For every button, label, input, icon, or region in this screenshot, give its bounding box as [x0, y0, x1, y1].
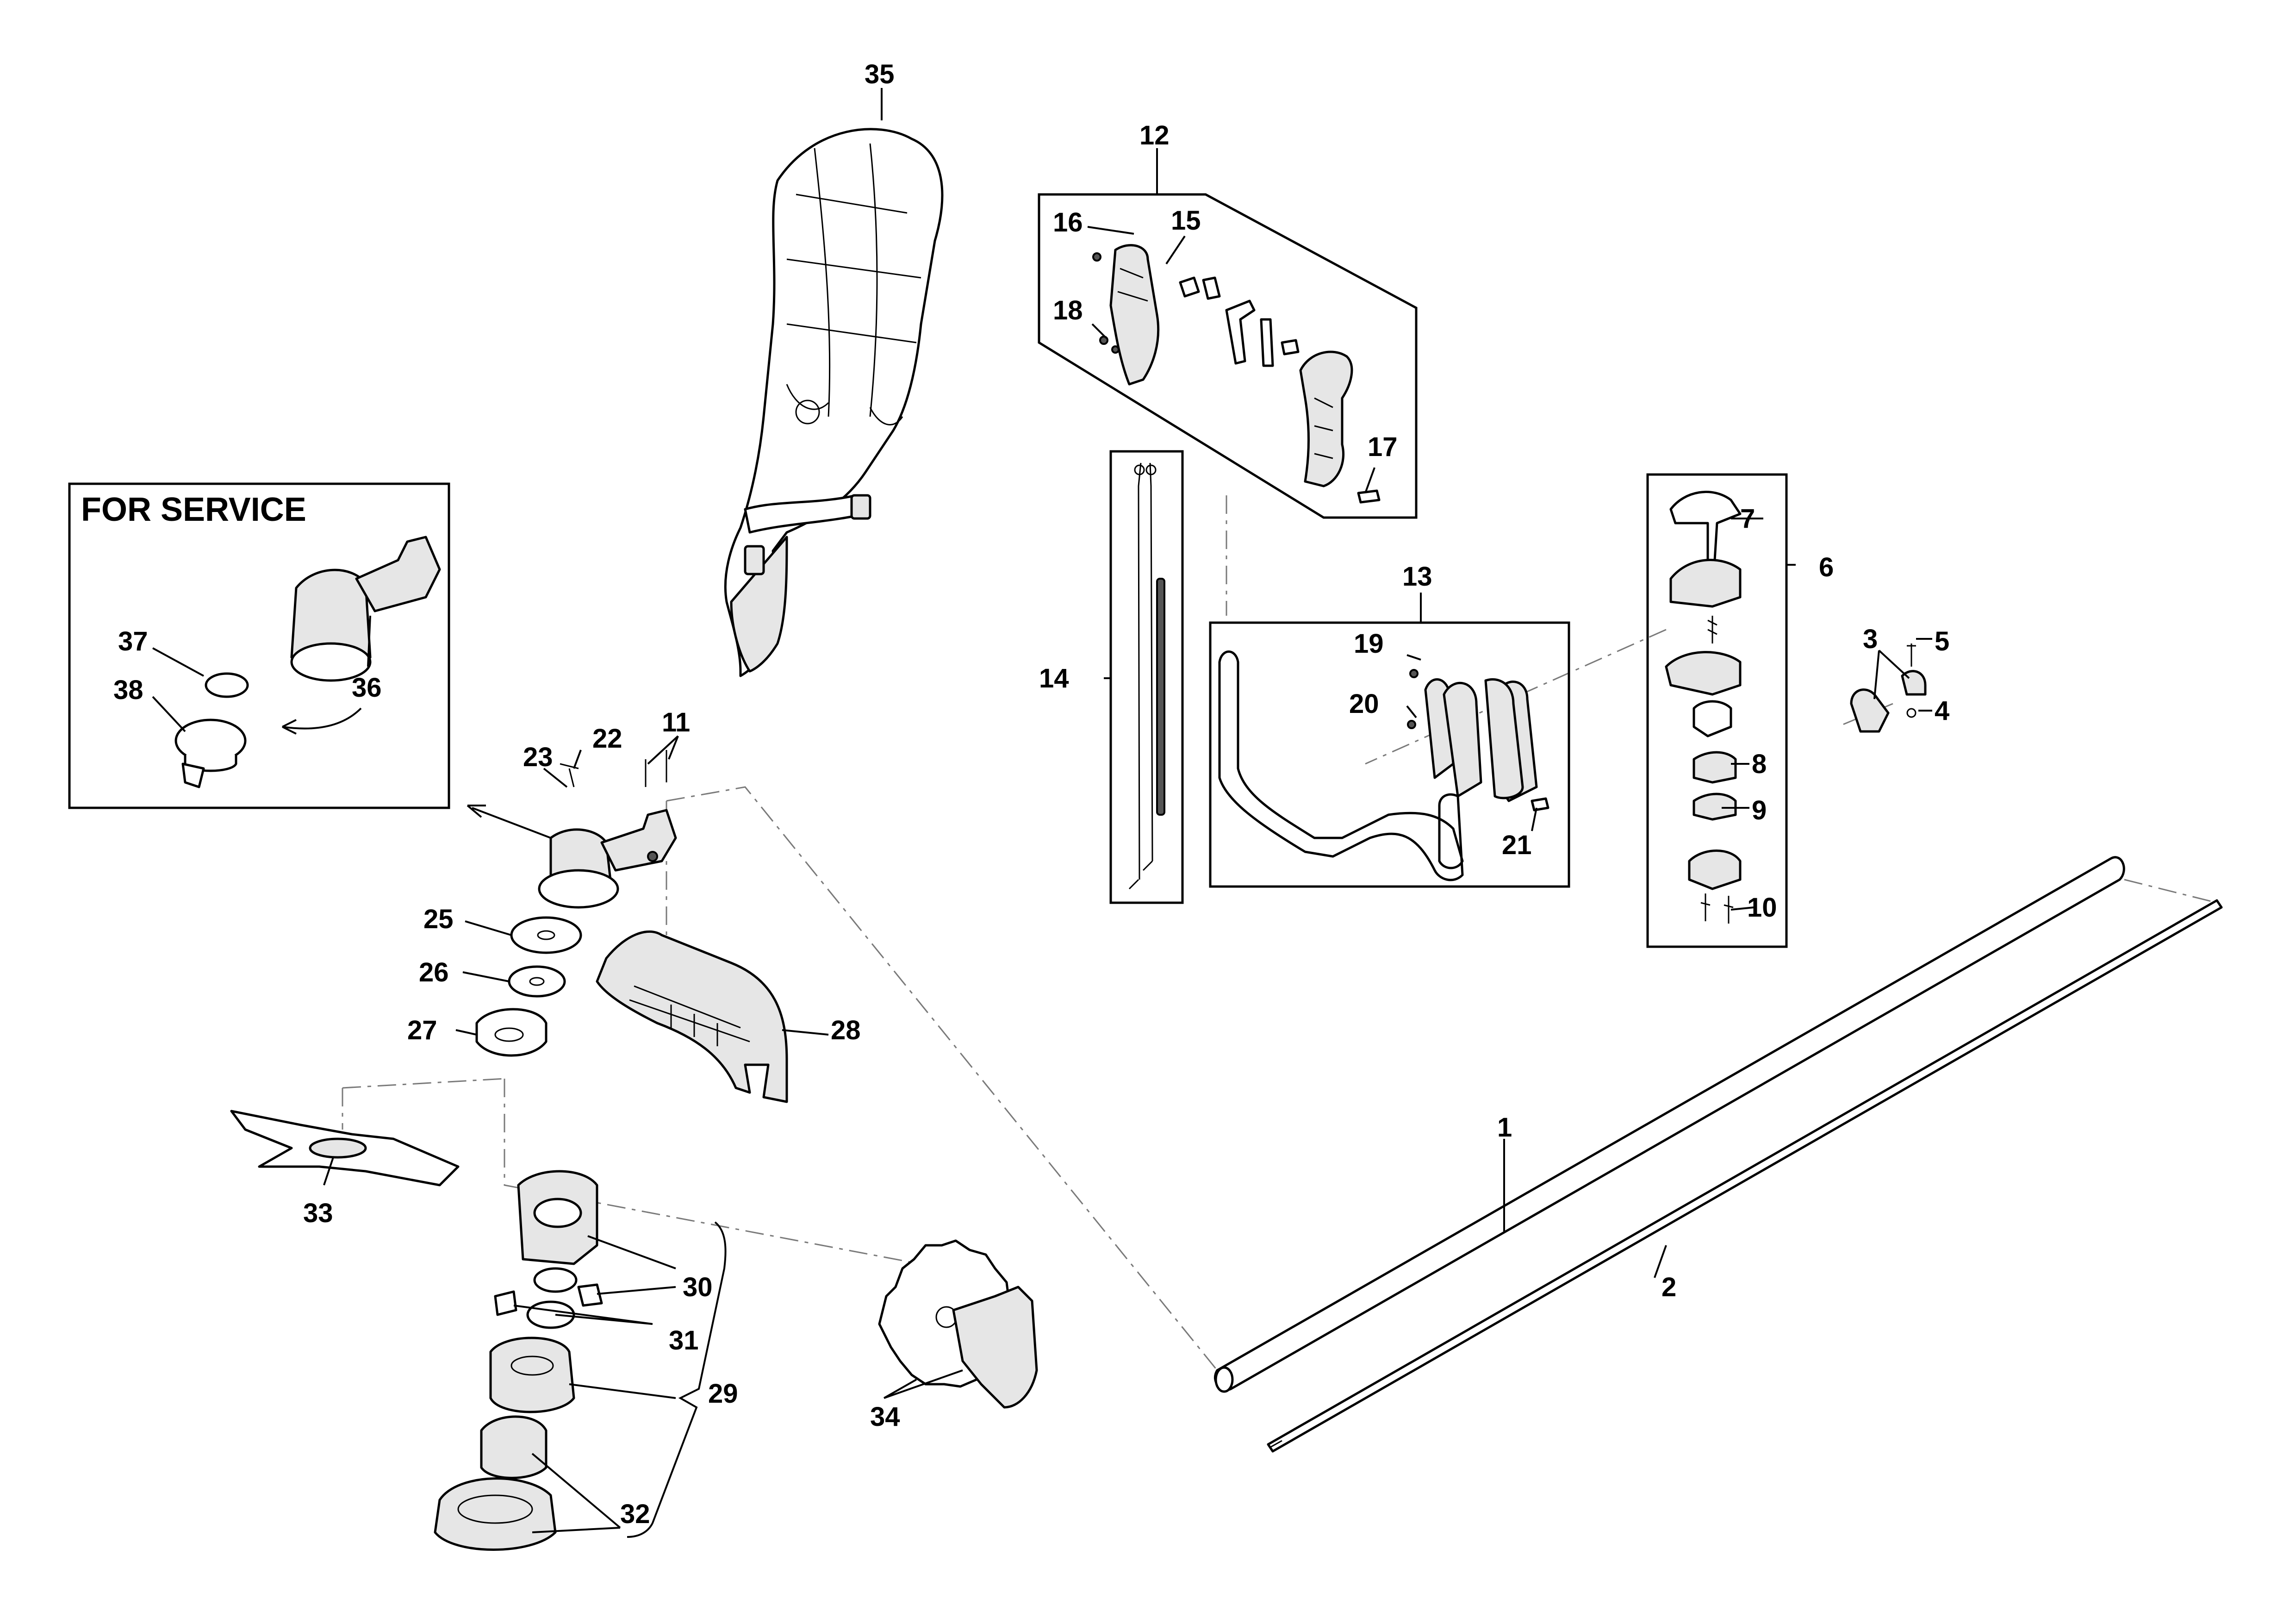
- callout-14: 14: [1039, 663, 1069, 693]
- callout-23: 23: [523, 742, 553, 772]
- callout-29: 29: [708, 1379, 738, 1409]
- callout-26: 26: [419, 957, 449, 987]
- saw-blade: [878, 1239, 1038, 1409]
- callout-12: 12: [1139, 120, 1170, 150]
- service-arrowhead: [467, 805, 486, 818]
- callout-13: 13: [1402, 562, 1432, 592]
- callout-15: 15: [1171, 206, 1201, 236]
- callout-17: 17: [1368, 432, 1398, 462]
- callout-36: 36: [352, 673, 382, 703]
- callout-1: 1: [1497, 1112, 1512, 1143]
- callout-37: 37: [118, 626, 148, 656]
- bike-handle: [1218, 650, 1549, 881]
- callout-5: 5: [1935, 626, 1949, 656]
- callout-21: 21: [1502, 830, 1532, 860]
- callout-4: 4: [1935, 696, 1949, 726]
- callout-8: 8: [1752, 749, 1767, 779]
- callout-leaders: [152, 88, 1932, 1533]
- cable-box: [1109, 450, 1184, 904]
- callout-27: 27: [407, 1015, 437, 1045]
- control-handle-parts: [1092, 244, 1381, 504]
- handle-kit-box: [1038, 193, 1418, 519]
- callout-22: 22: [592, 724, 622, 754]
- callout-30: 30: [683, 1272, 713, 1302]
- callout-numbers: 35 12 16 15 18 17 13 14 19 20 21 7 6 3 5…: [113, 59, 1949, 1529]
- bracket-29: [627, 1221, 727, 1538]
- callout-32: 32: [620, 1499, 650, 1529]
- callout-9: 9: [1752, 795, 1767, 825]
- service-parts: [174, 536, 441, 788]
- handle-clamp: [1665, 491, 1742, 924]
- guard: [596, 930, 788, 1103]
- callout-16: 16: [1053, 207, 1083, 237]
- callout-10: 10: [1747, 893, 1777, 923]
- callout-3: 3: [1863, 624, 1878, 654]
- service-box: [68, 482, 450, 809]
- callout-7: 7: [1740, 504, 1755, 534]
- callout-11: 11: [662, 707, 690, 737]
- callout-28: 28: [831, 1015, 861, 1045]
- handle-clamp-box: [1646, 473, 1788, 948]
- blade: [230, 1110, 460, 1187]
- bike-handle-box: [1209, 621, 1570, 888]
- callout-18: 18: [1053, 295, 1083, 325]
- shafts: [1213, 856, 2223, 1453]
- service-box-title: FOR SERVICE: [81, 491, 306, 528]
- callout-33: 33: [303, 1198, 333, 1228]
- callout-20: 20: [1349, 689, 1379, 719]
- callout-6: 6: [1819, 552, 1834, 582]
- service-arrow: [472, 807, 551, 839]
- callout-31: 31: [669, 1325, 699, 1355]
- callout-19: 19: [1354, 629, 1384, 659]
- callout-34: 34: [870, 1402, 900, 1432]
- harness: [724, 128, 944, 677]
- callout-2: 2: [1661, 1272, 1676, 1302]
- gearhead-assembly: [475, 750, 677, 1057]
- callout-38: 38: [113, 675, 143, 705]
- trimmer-head: [434, 1170, 603, 1551]
- throttle-cable: [1128, 462, 1165, 890]
- callout-25: 25: [423, 904, 454, 934]
- bracket: [1850, 643, 1927, 733]
- callout-35: 35: [865, 59, 895, 89]
